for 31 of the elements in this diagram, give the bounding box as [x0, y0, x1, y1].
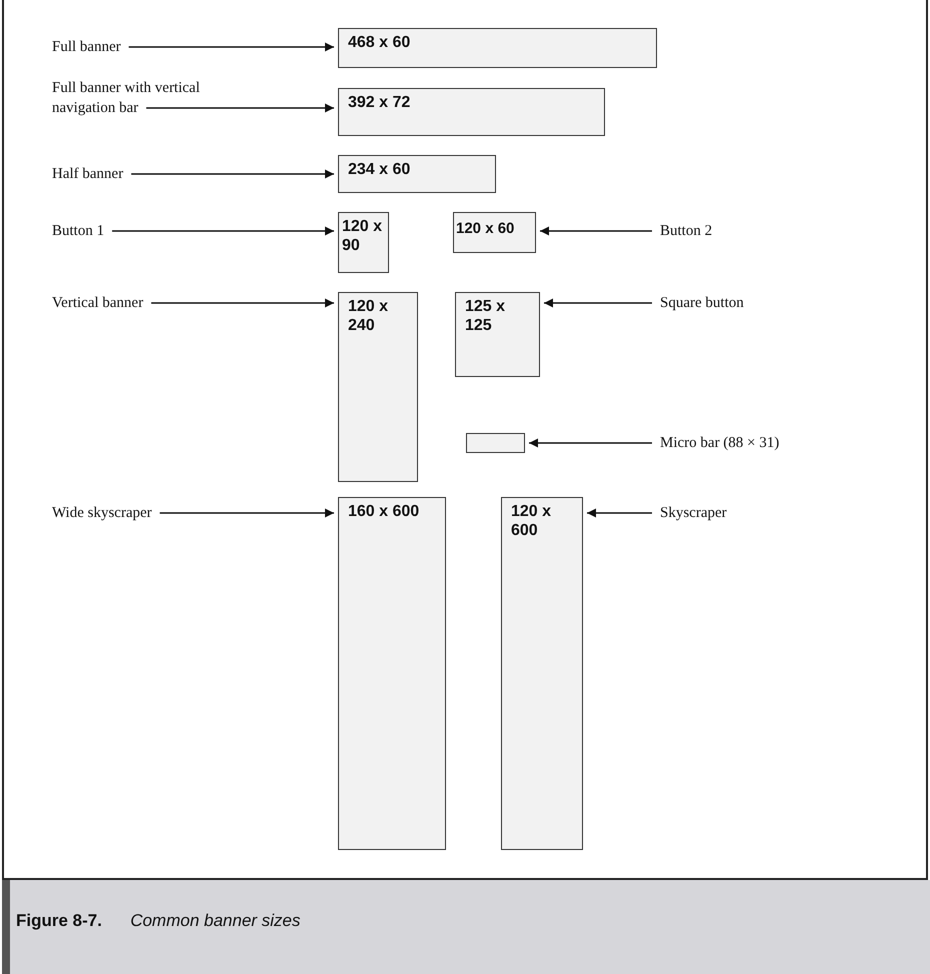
arrow: [151, 298, 334, 308]
arrow: [131, 170, 334, 178]
banner-label: Half banner: [52, 164, 124, 184]
arrow: [160, 508, 334, 518]
banner-label: Vertical banner: [52, 293, 144, 313]
arrow: [146, 104, 334, 112]
arrow: [112, 226, 334, 236]
arrow: [128, 42, 334, 52]
empty-size-box: [466, 433, 525, 453]
banner-label: Wide skyscraper: [52, 503, 152, 523]
banner-label: Full banner: [52, 37, 121, 57]
size-box: 120 x 600: [501, 497, 583, 850]
banner-label: Micro bar (88 × 31): [660, 433, 780, 453]
banner-label: Square button: [660, 293, 744, 313]
figure-caption: Figure 8-7. Common banner sizes: [16, 911, 300, 931]
banner-label: Button 2: [660, 221, 712, 241]
size-box: 120 x 90: [338, 212, 389, 273]
size-box: 234 x 60: [338, 155, 496, 193]
arrow: [587, 508, 652, 518]
size-box: 392 x 72: [338, 88, 605, 136]
arrow: [540, 226, 652, 236]
arrow: [529, 438, 652, 448]
banner-label: Skyscraper: [660, 503, 727, 523]
banner-label: Button 1: [52, 221, 104, 241]
size-box: 120 x 60: [453, 212, 536, 253]
arrow: [544, 298, 652, 308]
size-box: 120 x 240: [338, 292, 418, 482]
size-box: 468 x 60: [338, 28, 657, 68]
size-box: 160 x 600: [338, 497, 446, 850]
banner-label: Full banner with vertical navigation bar: [52, 78, 227, 118]
size-box: 125 x 125: [455, 292, 540, 377]
